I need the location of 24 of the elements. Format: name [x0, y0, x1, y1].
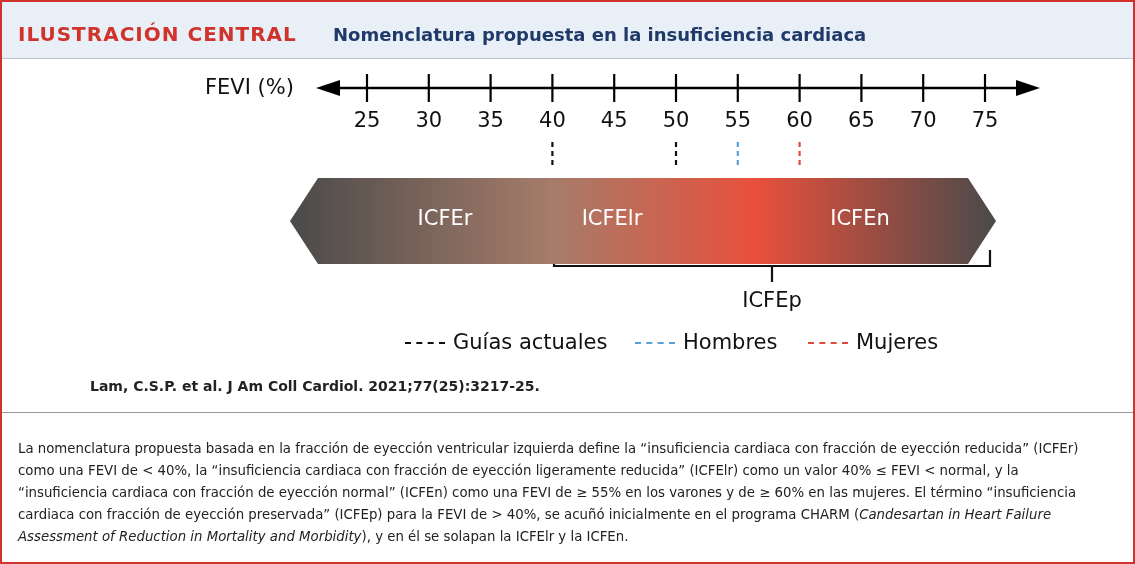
tick-label: 45: [599, 108, 629, 132]
axis-label: FEVI (%): [205, 75, 294, 99]
band-label: ICFEr: [416, 206, 474, 230]
tick-label: 40: [538, 108, 567, 132]
bracket-label: ICFEp: [741, 288, 803, 312]
band-label: ICFElr: [580, 206, 644, 230]
tick-label: 25: [352, 108, 382, 132]
caption: La nomenclatura propuesta basada en la fracción de eyección ventricular izquierda define la “insuficiencia cardiaca con fracción de eyección reducida” (ICFEr) como una FEVI de < 40%, la “insuficiencia cardiaca con fracción de eyección ligeramente reducida” (ICFElr) como un valor 40% ≤ FEVI < normal, y la “insuficiencia cardiaca con fracción de eyección normal” (ICFEn) como una FEVI de ≥ 55% en los varones y de ≥ 60% en las mujeres. El término “insuficiencia cardiaca con fracción de eyección preservada” (ICFEp) para la FEVI de > 40%, se acuñó inicialmente en el programa CHARM (Candesartan in Heart Failure Assessment of Reduction in Mortality and Morbidity), y en él se solapan la ICFElr y la ICFEn.: [18, 440, 1080, 546]
legend-label: Mujeres: [856, 330, 939, 354]
section-label: ILUSTRACIÓN CENTRAL: [18, 22, 297, 46]
tick-label: 70: [908, 108, 938, 132]
band-label: ICFEn: [829, 206, 891, 230]
tick-label: 35: [476, 108, 505, 132]
citation: Lam, C.S.P. et al. J Am Coll Cardiol. 2021;77(25):3217-25.: [90, 378, 540, 394]
title: Nomenclatura propuesta en la insuficiencia cardiaca: [333, 24, 867, 45]
tick-label: 65: [847, 108, 876, 132]
tick-label: 30: [414, 108, 444, 132]
legend-label: Guías actuales: [453, 330, 608, 354]
tick-label: 75: [970, 108, 1000, 132]
tick-label: 60: [785, 108, 814, 132]
tick-label: 50: [661, 108, 691, 132]
legend-label: Hombres: [683, 330, 778, 354]
gradient-band: [290, 178, 996, 264]
tick-label: 55: [723, 108, 753, 132]
